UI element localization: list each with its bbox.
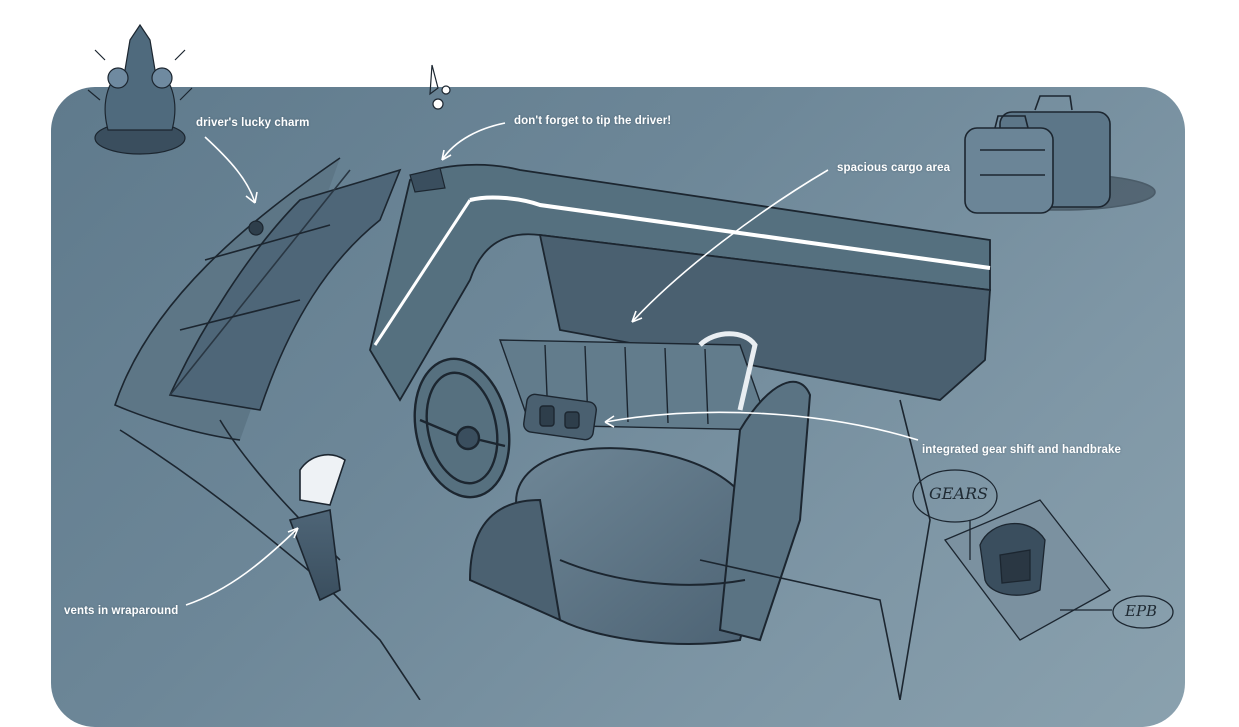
- luggage: [964, 95, 1156, 214]
- steering-wheel: [413, 357, 511, 499]
- lucky-charm-idol: [87, 23, 264, 236]
- epb-note: EPB: [1125, 602, 1158, 620]
- tip-device: [409, 64, 451, 193]
- gear-shift-label: integrated gear shift and handbrake: [922, 444, 1122, 456]
- dashboard: [114, 157, 402, 441]
- floor-wraparound: [119, 399, 931, 700]
- gears-note: GEARS: [929, 484, 989, 503]
- cargo-area-label: spacious cargo area: [837, 162, 951, 174]
- windscreen-frame: [369, 163, 991, 402]
- annotation-arrows: [185, 122, 919, 606]
- vents-label: vents in wraparound: [64, 605, 179, 617]
- gears-epb-sketch: [912, 469, 1174, 641]
- interior-sketch: [87, 23, 1174, 700]
- tip-driver-label: don't forget to tip the driver!: [514, 115, 672, 127]
- lucky-charm-label: driver's lucky charm: [196, 117, 310, 129]
- gear-shift: [523, 393, 597, 441]
- driver-seat: [468, 380, 812, 645]
